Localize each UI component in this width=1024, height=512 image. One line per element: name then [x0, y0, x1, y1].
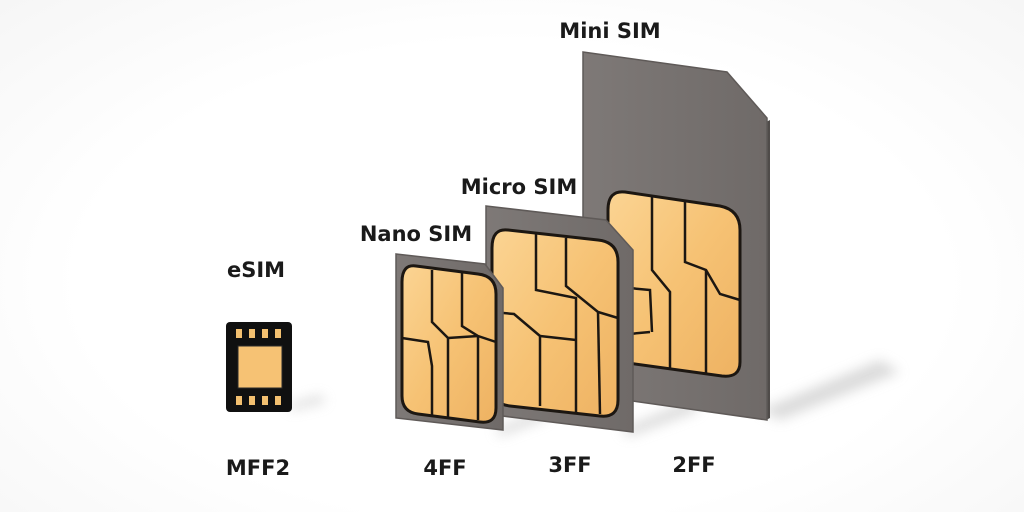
micro-sim-shadow: [620, 400, 700, 436]
esim-shadow: [288, 395, 326, 410]
esim-name-label: eSIM: [226, 258, 286, 282]
nano-sim-card: [395, 253, 504, 431]
mini-sim-shadow: [760, 360, 900, 420]
micro-sim-card: [485, 205, 634, 433]
mini-sim-chip: [606, 190, 742, 378]
nano-sim-code-label: 4FF: [423, 456, 467, 480]
esim-die: [237, 345, 283, 389]
micro-sim-chip: [490, 228, 620, 418]
mini-sim-code-label: 2FF: [672, 453, 716, 477]
esim-pins-top: [236, 329, 281, 338]
mini-sim-card: [582, 51, 770, 421]
micro-sim-name-label: Micro SIM: [460, 175, 578, 199]
nano-sim-name-label: Nano SIM: [359, 222, 473, 246]
nano-sim-chip-contacts: [401, 270, 497, 420]
esim-code-label: MFF2: [225, 456, 291, 480]
micro-sim-code-label: 3FF: [548, 453, 592, 477]
micro-sim-chip-pad: [490, 228, 620, 418]
esim-pins-bottom: [236, 396, 281, 405]
nano-sim-chip: [400, 264, 498, 424]
esim-chip: [226, 322, 292, 412]
mini-sim-name-label: Mini SIM: [559, 19, 661, 43]
